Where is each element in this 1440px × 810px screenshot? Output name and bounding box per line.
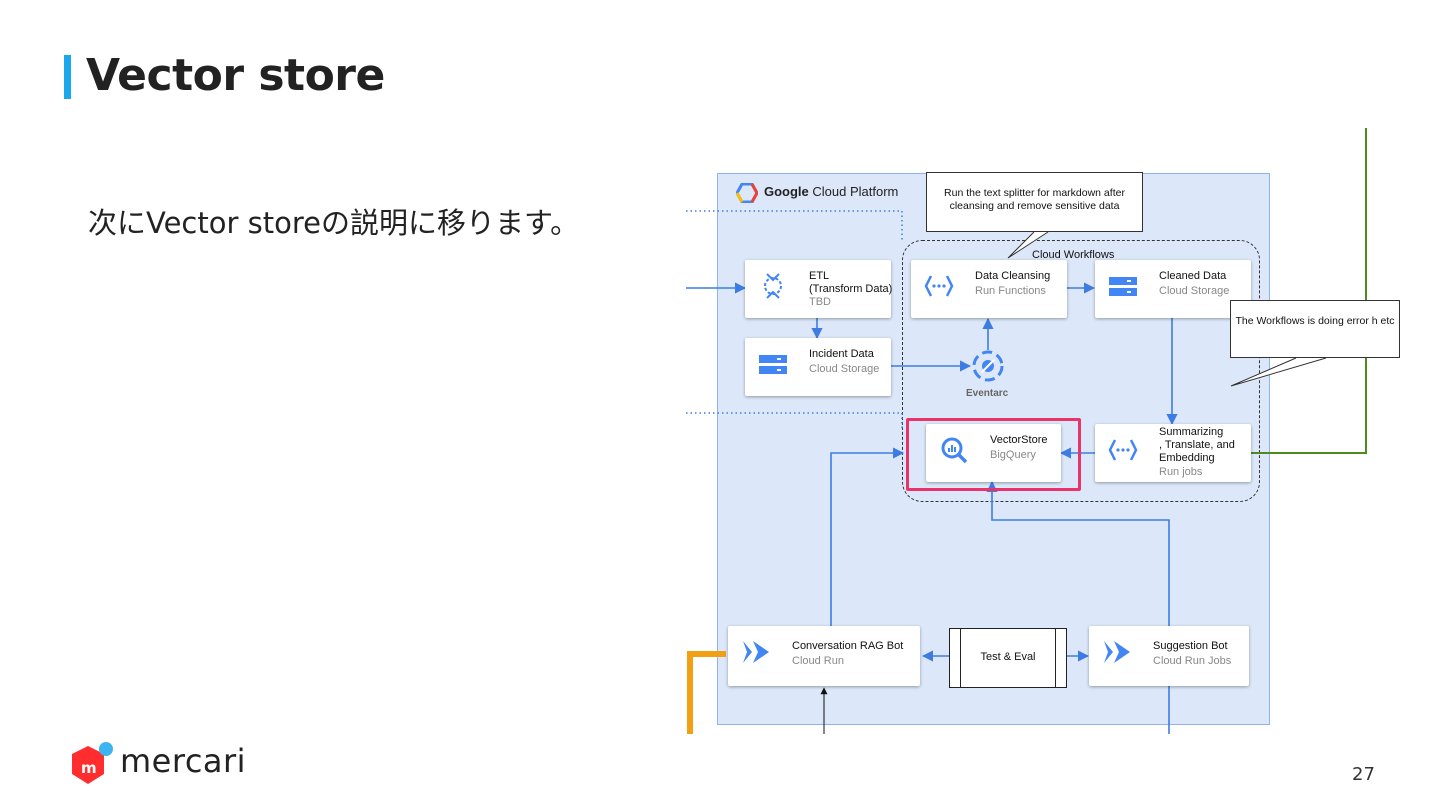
title-accent-bar [64, 55, 71, 99]
vectorstore-title: VectorStore [990, 434, 1048, 446]
summarizing-node: Summarizing , Translate, and Embedding R… [1095, 424, 1251, 482]
mercari-logo: m mercari [70, 740, 250, 790]
eventarc-icon [972, 350, 1004, 382]
body-text: 次にVector storeの説明に移ります。 [88, 206, 580, 240]
summarizing-title: Summarizing , Translate, and Embedding [1159, 426, 1235, 464]
incident-title: Incident Data [809, 348, 874, 360]
rag-bot-title: Conversation RAG Bot [792, 640, 904, 652]
cleansing-subtitle: Run Functions [975, 285, 1046, 297]
vectorstore-highlight [906, 418, 1081, 491]
etl-subtitle: TBD [809, 296, 831, 308]
etl-title: ETL (Transform Data) [809, 270, 893, 295]
rag-bot-subtitle: Cloud Run [792, 655, 844, 667]
svg-text:m: m [81, 759, 97, 777]
cloud-storage-icon [1109, 277, 1137, 296]
cleansing-title: Data Cleansing [975, 270, 1051, 282]
summarizing-subtitle: Run jobs [1159, 466, 1203, 478]
cloud-run-jobs-icon [1108, 439, 1138, 461]
slide-title: Vector store [86, 50, 385, 101]
test-eval-label: Test & Eval [980, 651, 1036, 663]
suggestion-title: Suggestion Bot [1153, 640, 1228, 652]
cloud-storage-icon [759, 355, 787, 374]
cloud-functions-icon [924, 275, 954, 297]
workflows-group [902, 240, 1260, 502]
architecture-diagram: Google Cloud Platform Cloud Workflows [686, 128, 1440, 734]
cleaned-subtitle: Cloud Storage [1159, 285, 1230, 297]
workflows-label: Cloud Workflows [1032, 249, 1115, 261]
test-eval-node: Test & Eval [949, 628, 1067, 688]
mercari-wordmark: mercari [120, 742, 247, 780]
cleaned-data-node: Cleaned Data Cloud Storage [1095, 260, 1251, 318]
incident-subtitle: Cloud Storage [809, 363, 880, 375]
page-number: 27 [1352, 764, 1375, 785]
conversation-rag-bot-node: Conversation RAG Bot Cloud Run [728, 626, 920, 686]
suggestion-bot-node: Suggestion Bot Cloud Run Jobs [1089, 626, 1249, 686]
cloud-run-icon [1104, 641, 1130, 663]
dataflow-icon [764, 273, 782, 299]
vectorstore-subtitle: BigQuery [990, 449, 1036, 461]
bigquery-icon [941, 437, 968, 464]
incident-data-node: Incident Data Cloud Storage [745, 338, 891, 396]
suggestion-subtitle: Cloud Run Jobs [1153, 655, 1232, 667]
connector-lines [686, 128, 1367, 734]
cleaned-title: Cleaned Data [1159, 270, 1227, 282]
platform-title: Google Cloud Platform [764, 184, 899, 199]
google-cloud-icon [736, 183, 758, 203]
splitter-note: Run the text splitter for markdown after… [926, 172, 1143, 232]
eventarc-label: Eventarc [966, 388, 1009, 399]
mercari-badge-icon: m [72, 742, 113, 784]
etl-node: ETL (Transform Data) TBD [745, 260, 893, 318]
cloud-run-icon [743, 641, 769, 663]
data-cleansing-node: Data Cleansing Run Functions [911, 260, 1067, 318]
workflows-note: The Workflows is doing error h etc [1230, 300, 1400, 358]
vectorstore-node: VectorStore BigQuery [926, 424, 1061, 482]
